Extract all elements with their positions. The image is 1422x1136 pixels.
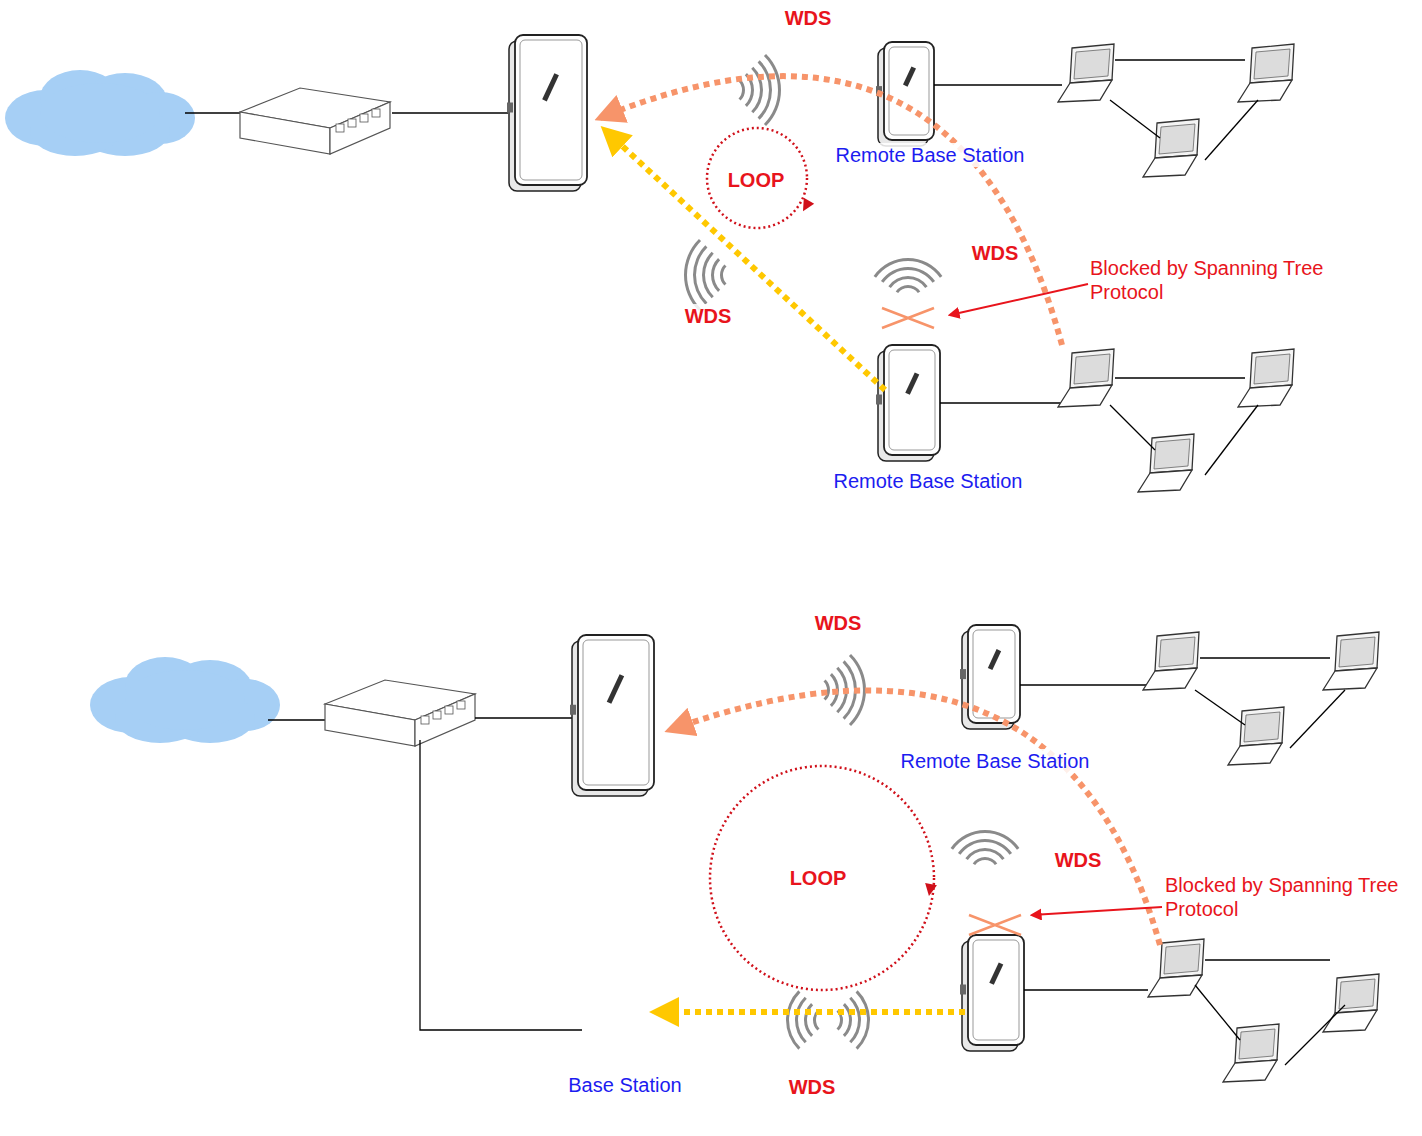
lan-link	[1110, 100, 1160, 138]
laptop-computer	[1138, 434, 1194, 492]
outdoor-access-point	[876, 345, 940, 461]
outdoor-access-point	[960, 935, 1024, 1051]
laptop-computer	[1238, 44, 1294, 102]
wireless-signal-waves	[684, 239, 727, 311]
lan-link	[1285, 1005, 1345, 1065]
lan-link	[1205, 100, 1258, 160]
wireless-signal-waves	[738, 54, 781, 126]
lan-link	[1110, 405, 1155, 450]
loop-circle	[710, 766, 934, 990]
laptop-computer	[1223, 1024, 1279, 1082]
laptop-computer	[1143, 119, 1199, 177]
laptop-computer	[1228, 707, 1284, 765]
internet-cloud	[5, 70, 195, 156]
loop-label: LOOP	[788, 866, 849, 890]
outdoor-access-point	[570, 635, 654, 796]
wds-label: WDS	[970, 241, 1021, 265]
lan-link	[1195, 985, 1240, 1040]
callout-note: Blocked by Spanning Tree Protocol	[1163, 873, 1417, 921]
loop-circle	[707, 128, 807, 228]
ethernet-cable	[268, 719, 330, 720]
outdoor-access-point	[876, 42, 934, 146]
wireless-signal-waves	[786, 990, 820, 1049]
callout-arrow	[950, 284, 1088, 315]
device-label: Remote Base Station	[899, 749, 1092, 773]
wds-link-arrow	[605, 130, 885, 390]
laptop-computer	[1323, 632, 1379, 690]
outdoor-access-point	[960, 625, 1020, 729]
wireless-signal-waves	[874, 258, 943, 293]
ethernet-cable	[392, 112, 508, 113]
loop-arrowhead	[923, 883, 937, 897]
laptop-computer	[1058, 44, 1114, 102]
wds-label: WDS	[1053, 848, 1104, 872]
lan-link	[1115, 377, 1245, 378]
wds-label: WDS	[813, 611, 864, 635]
laptop-computer	[1148, 939, 1204, 997]
laptop-computer	[1323, 974, 1379, 1032]
device-label: Remote Base Station	[832, 469, 1025, 493]
ethernet-cable	[185, 112, 245, 113]
wds-link-arrow	[670, 690, 1160, 945]
wireless-signal-waves	[951, 830, 1020, 865]
device-label: Base Station	[566, 1073, 683, 1097]
lan-link	[1195, 690, 1245, 725]
lan-link	[1205, 405, 1258, 475]
wds-link-arrow	[655, 1009, 965, 1015]
network-switch	[240, 88, 390, 154]
internet-cloud	[90, 657, 280, 743]
lan-link	[1115, 59, 1245, 60]
ethernet-cable	[934, 84, 1062, 85]
callout-note: Blocked by Spanning Tree Protocol	[1088, 256, 1342, 304]
ethernet-cable	[1020, 684, 1148, 685]
outdoor-access-point	[507, 35, 587, 191]
laptop-computer	[1058, 349, 1114, 407]
wds-label: WDS	[783, 6, 834, 30]
ethernet-cable	[420, 740, 582, 1030]
lan-link	[1205, 959, 1330, 960]
wds-label: WDS	[683, 304, 734, 328]
wds-label: WDS	[787, 1075, 838, 1099]
network-switch	[325, 680, 475, 746]
ethernet-cable	[940, 402, 1062, 403]
laptop-computer	[1143, 632, 1199, 690]
ethernet-cable	[475, 717, 573, 718]
laptop-computer	[1238, 349, 1294, 407]
loop-label: LOOP	[726, 168, 787, 192]
device-label: Remote Base Station	[834, 143, 1027, 167]
ethernet-cable	[1024, 989, 1148, 990]
wireless-signal-waves	[836, 990, 870, 1049]
blocked-cross	[882, 308, 934, 328]
blocked-cross	[969, 915, 1021, 935]
lan-link	[1200, 657, 1330, 658]
callout-arrow	[1032, 907, 1162, 915]
lan-link	[1290, 690, 1345, 748]
loop-arrowhead	[798, 198, 814, 214]
